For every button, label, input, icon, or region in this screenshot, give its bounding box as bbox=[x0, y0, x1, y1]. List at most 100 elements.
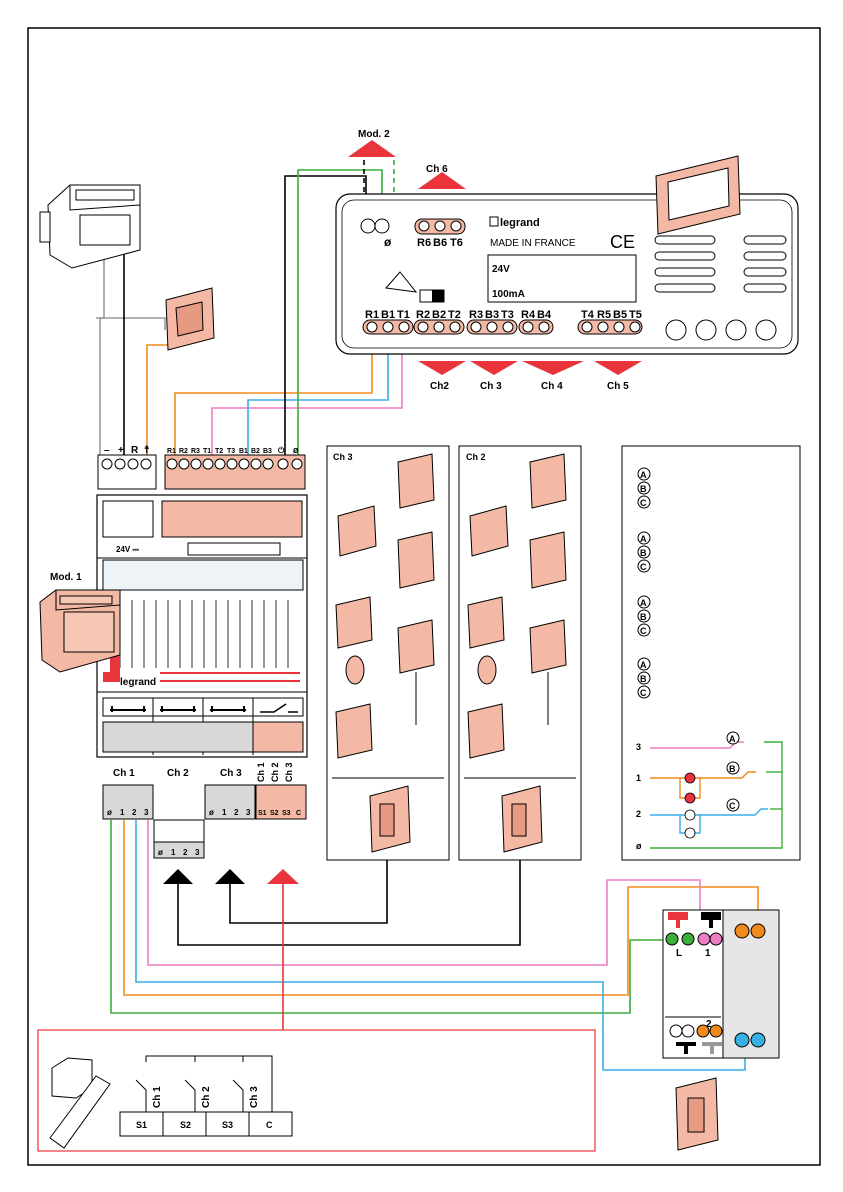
made-in-label: MADE IN FRANCE bbox=[490, 238, 576, 249]
relay-module: L 1 2 bbox=[662, 909, 780, 1059]
svg-text:C: C bbox=[296, 810, 301, 817]
svg-text:+: + bbox=[118, 445, 124, 456]
legend-letter-circle bbox=[637, 595, 651, 609]
terminal-t1: T1 bbox=[397, 309, 410, 321]
terminal-t4: T4 bbox=[581, 309, 595, 321]
controller-module: 24V ⎓ legrand bbox=[96, 494, 308, 758]
legend-letter-b: B bbox=[640, 612, 647, 622]
svg-text:2: 2 bbox=[183, 848, 188, 857]
phone-handset-icon bbox=[49, 1075, 111, 1149]
panel-ch2-title: Ch 2 bbox=[466, 452, 486, 462]
legend-letter-circle bbox=[637, 531, 651, 545]
svg-text:B1: B1 bbox=[239, 448, 248, 455]
output-ch3-label: Ch 3 bbox=[220, 768, 242, 779]
terminal-b4: B4 bbox=[537, 309, 552, 321]
svg-text:Ch 2: Ch 2 bbox=[201, 1086, 212, 1108]
legend-letter-circle bbox=[637, 559, 651, 573]
terminal-b3: B3 bbox=[485, 309, 499, 321]
mod2-arrow bbox=[348, 140, 396, 157]
panel-ch3-title: Ch 3 bbox=[333, 452, 353, 462]
terminal-r2: R2 bbox=[416, 309, 430, 321]
svg-text:R1: R1 bbox=[167, 448, 176, 455]
legend-letter-circle bbox=[637, 609, 651, 623]
top-current: 100mA bbox=[492, 289, 525, 300]
legend-letter-b: B bbox=[640, 674, 647, 684]
mod2-label: Mod. 2 bbox=[358, 129, 390, 140]
wall-switch-illustration bbox=[165, 287, 215, 351]
legend-letter-c: C bbox=[640, 562, 647, 572]
din-module-illustration bbox=[39, 589, 121, 673]
panel-ch2: Ch 2 bbox=[458, 445, 582, 861]
terminal-t6: T6 bbox=[450, 237, 463, 249]
sheet-border bbox=[27, 27, 821, 1166]
panel-ch3: Ch 3 bbox=[326, 445, 450, 861]
controller-voltage: 24V ⎓ bbox=[116, 545, 139, 554]
output-aux-ch1: Ch 1 bbox=[256, 762, 266, 782]
svg-text:–: – bbox=[104, 445, 110, 456]
svg-text:S1: S1 bbox=[258, 810, 267, 817]
svg-text:S3: S3 bbox=[282, 810, 291, 817]
terminal-t3: T3 bbox=[501, 309, 514, 321]
output-block-ch2: ø 1 2 3 bbox=[153, 819, 205, 859]
controller-brand: legrand bbox=[120, 677, 156, 688]
output-aux-ch2: Ch 2 bbox=[270, 762, 280, 782]
ch4-arrow-label: Ch 4 bbox=[541, 381, 563, 392]
top-brand: legrand bbox=[500, 217, 540, 229]
legend-letter-circle bbox=[637, 685, 651, 699]
ch2-return-arrow bbox=[215, 869, 245, 884]
svg-text:1: 1 bbox=[120, 808, 125, 817]
svg-text:ø: ø bbox=[209, 808, 214, 817]
legend-letter-c: C bbox=[640, 688, 647, 698]
top-voltage: 24V bbox=[492, 264, 510, 275]
box-s3: S3 bbox=[222, 1120, 233, 1130]
svg-text:3: 3 bbox=[246, 808, 251, 817]
ch5-arrow-label: Ch 5 bbox=[607, 381, 629, 392]
circuit-label-1: 1 bbox=[636, 773, 641, 783]
terminal-r3: R3 bbox=[469, 309, 483, 321]
output-block-aux: S1 S2 S3 C bbox=[255, 784, 307, 820]
ch3-arrow bbox=[470, 361, 518, 375]
circuit-B: B bbox=[729, 764, 736, 774]
legend-letter-a: A bbox=[640, 660, 647, 670]
svg-text:R2: R2 bbox=[179, 448, 188, 455]
svg-text:3: 3 bbox=[144, 808, 149, 817]
output-aux-ch3: Ch 3 bbox=[284, 762, 294, 782]
terminal-r1: R1 bbox=[365, 309, 379, 321]
ch2-arrow-label: Ch2 bbox=[430, 381, 449, 392]
legend-letter-a: A bbox=[640, 534, 647, 544]
ground-label: ø bbox=[384, 235, 392, 249]
svg-text:B3: B3 bbox=[263, 448, 272, 455]
ch6-arrow bbox=[418, 172, 466, 189]
svg-text:Ch 3: Ch 3 bbox=[249, 1086, 260, 1108]
push-button-illustration bbox=[675, 1077, 719, 1151]
legend-letter-circle bbox=[637, 657, 651, 671]
svg-text:☨: ☨ bbox=[144, 445, 149, 456]
aux-return-arrow bbox=[267, 869, 299, 884]
svg-text:R3: R3 bbox=[191, 448, 200, 455]
svg-text:1: 1 bbox=[171, 848, 176, 857]
ce-mark: CE bbox=[610, 232, 635, 252]
svg-text:B2: B2 bbox=[251, 448, 260, 455]
output-ch1-label: Ch 1 bbox=[113, 768, 135, 779]
output-block-ch3: ø 1 2 3 bbox=[204, 784, 256, 820]
svg-text:1: 1 bbox=[222, 808, 227, 817]
legend-letter-circle bbox=[637, 481, 651, 495]
ch1-return-arrow bbox=[163, 869, 193, 884]
terminal-b2: B2 bbox=[432, 309, 446, 321]
svg-text:ø: ø bbox=[158, 848, 163, 857]
svg-text:T2: T2 bbox=[215, 448, 223, 455]
power-terminal-block: – + R ☨ bbox=[97, 445, 157, 490]
legend-letter-circle bbox=[637, 467, 651, 481]
legend-letter-circle bbox=[637, 623, 651, 637]
terminal-r4: R4 bbox=[521, 309, 536, 321]
relay-L: L bbox=[676, 948, 682, 959]
legend-letter-a: A bbox=[640, 470, 647, 480]
svg-text:ø: ø bbox=[107, 808, 112, 817]
svg-text:2: 2 bbox=[132, 808, 137, 817]
relay-1: 1 bbox=[705, 948, 711, 959]
ch4-arrow bbox=[522, 361, 584, 375]
svg-text:Ch 1: Ch 1 bbox=[152, 1086, 163, 1108]
circuit-label-3: 3 bbox=[636, 742, 641, 752]
terminal-b5: B5 bbox=[613, 309, 627, 321]
